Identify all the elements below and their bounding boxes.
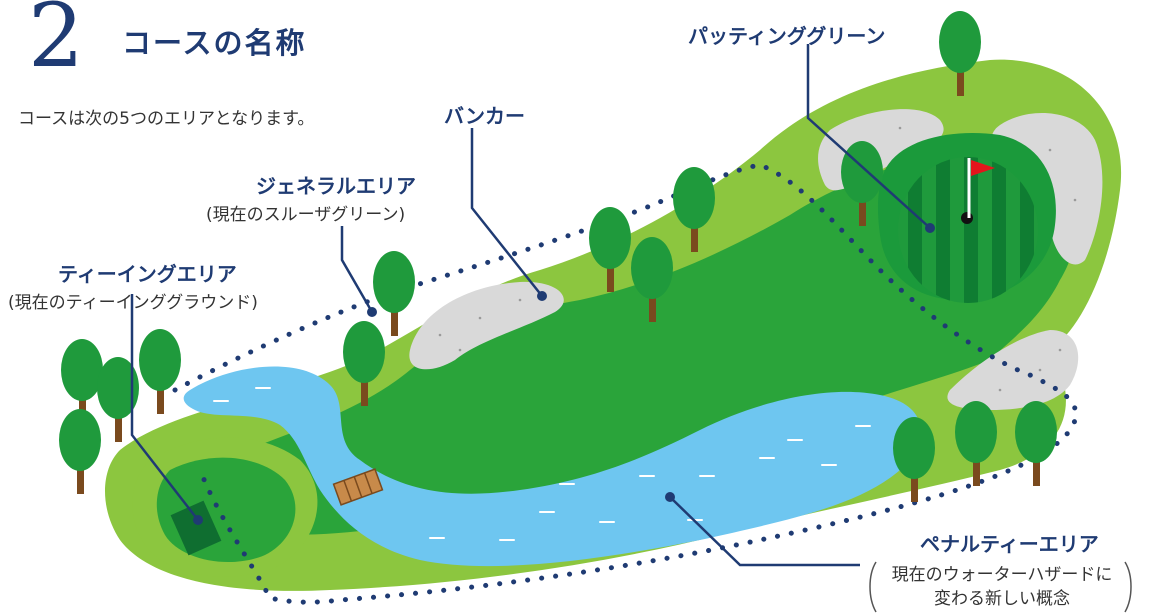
note-general-area: (現在のスルーザグリーン) [206,205,406,225]
tree-icon [939,11,981,96]
tree-icon [97,357,139,442]
tree-icon [955,401,997,486]
tree-icon [673,167,715,252]
bridge [332,468,384,506]
section-number: 2 [28,0,84,87]
tree-icon [343,321,385,406]
note-teeing-area: (現在のティーインググラウンド) [8,293,258,313]
paren-left [869,561,877,613]
fairway-area [192,148,1078,535]
tree-icon [631,237,673,322]
tee-fairway [156,457,296,563]
water-ripples [213,387,871,541]
note-penalty-area: 現在のウォーターハザードに 変わる新しい概念 [880,563,1124,611]
tree-icon [1015,401,1057,486]
tee-box [170,500,222,556]
label-teeing-area: ティーイングエリア [58,262,237,286]
tree-icon [61,339,103,424]
leader-dots [193,223,935,525]
page-title: コースの名称 [122,26,307,60]
flag-icon [961,158,995,224]
tree-icon [373,251,415,336]
green-stripes [908,157,1034,303]
tree-icon [893,417,935,502]
label-general-area: ジェネラルエリア [256,174,416,198]
label-bunker: バンカー [444,104,525,128]
note-penalty-line1: 現在のウォーターハザードに [891,565,1113,585]
note-penalty-line2: 変わる新しい概念 [934,589,1070,609]
tree-icon [589,207,631,292]
intro-text: コースは次の5つのエリアとなります。 [18,109,315,129]
water-area [183,366,921,567]
tree-icon [139,329,181,414]
ob-boundary [172,162,1079,605]
bunker-lower-right [947,330,1079,410]
leader-lines [130,44,931,567]
tree-icon [59,409,101,494]
label-penalty-area: ペナルティーエリア [920,532,1099,556]
paren-right [1124,561,1132,613]
label-putting-green: パッティンググリーン [688,24,886,48]
bunker-left [409,281,564,370]
